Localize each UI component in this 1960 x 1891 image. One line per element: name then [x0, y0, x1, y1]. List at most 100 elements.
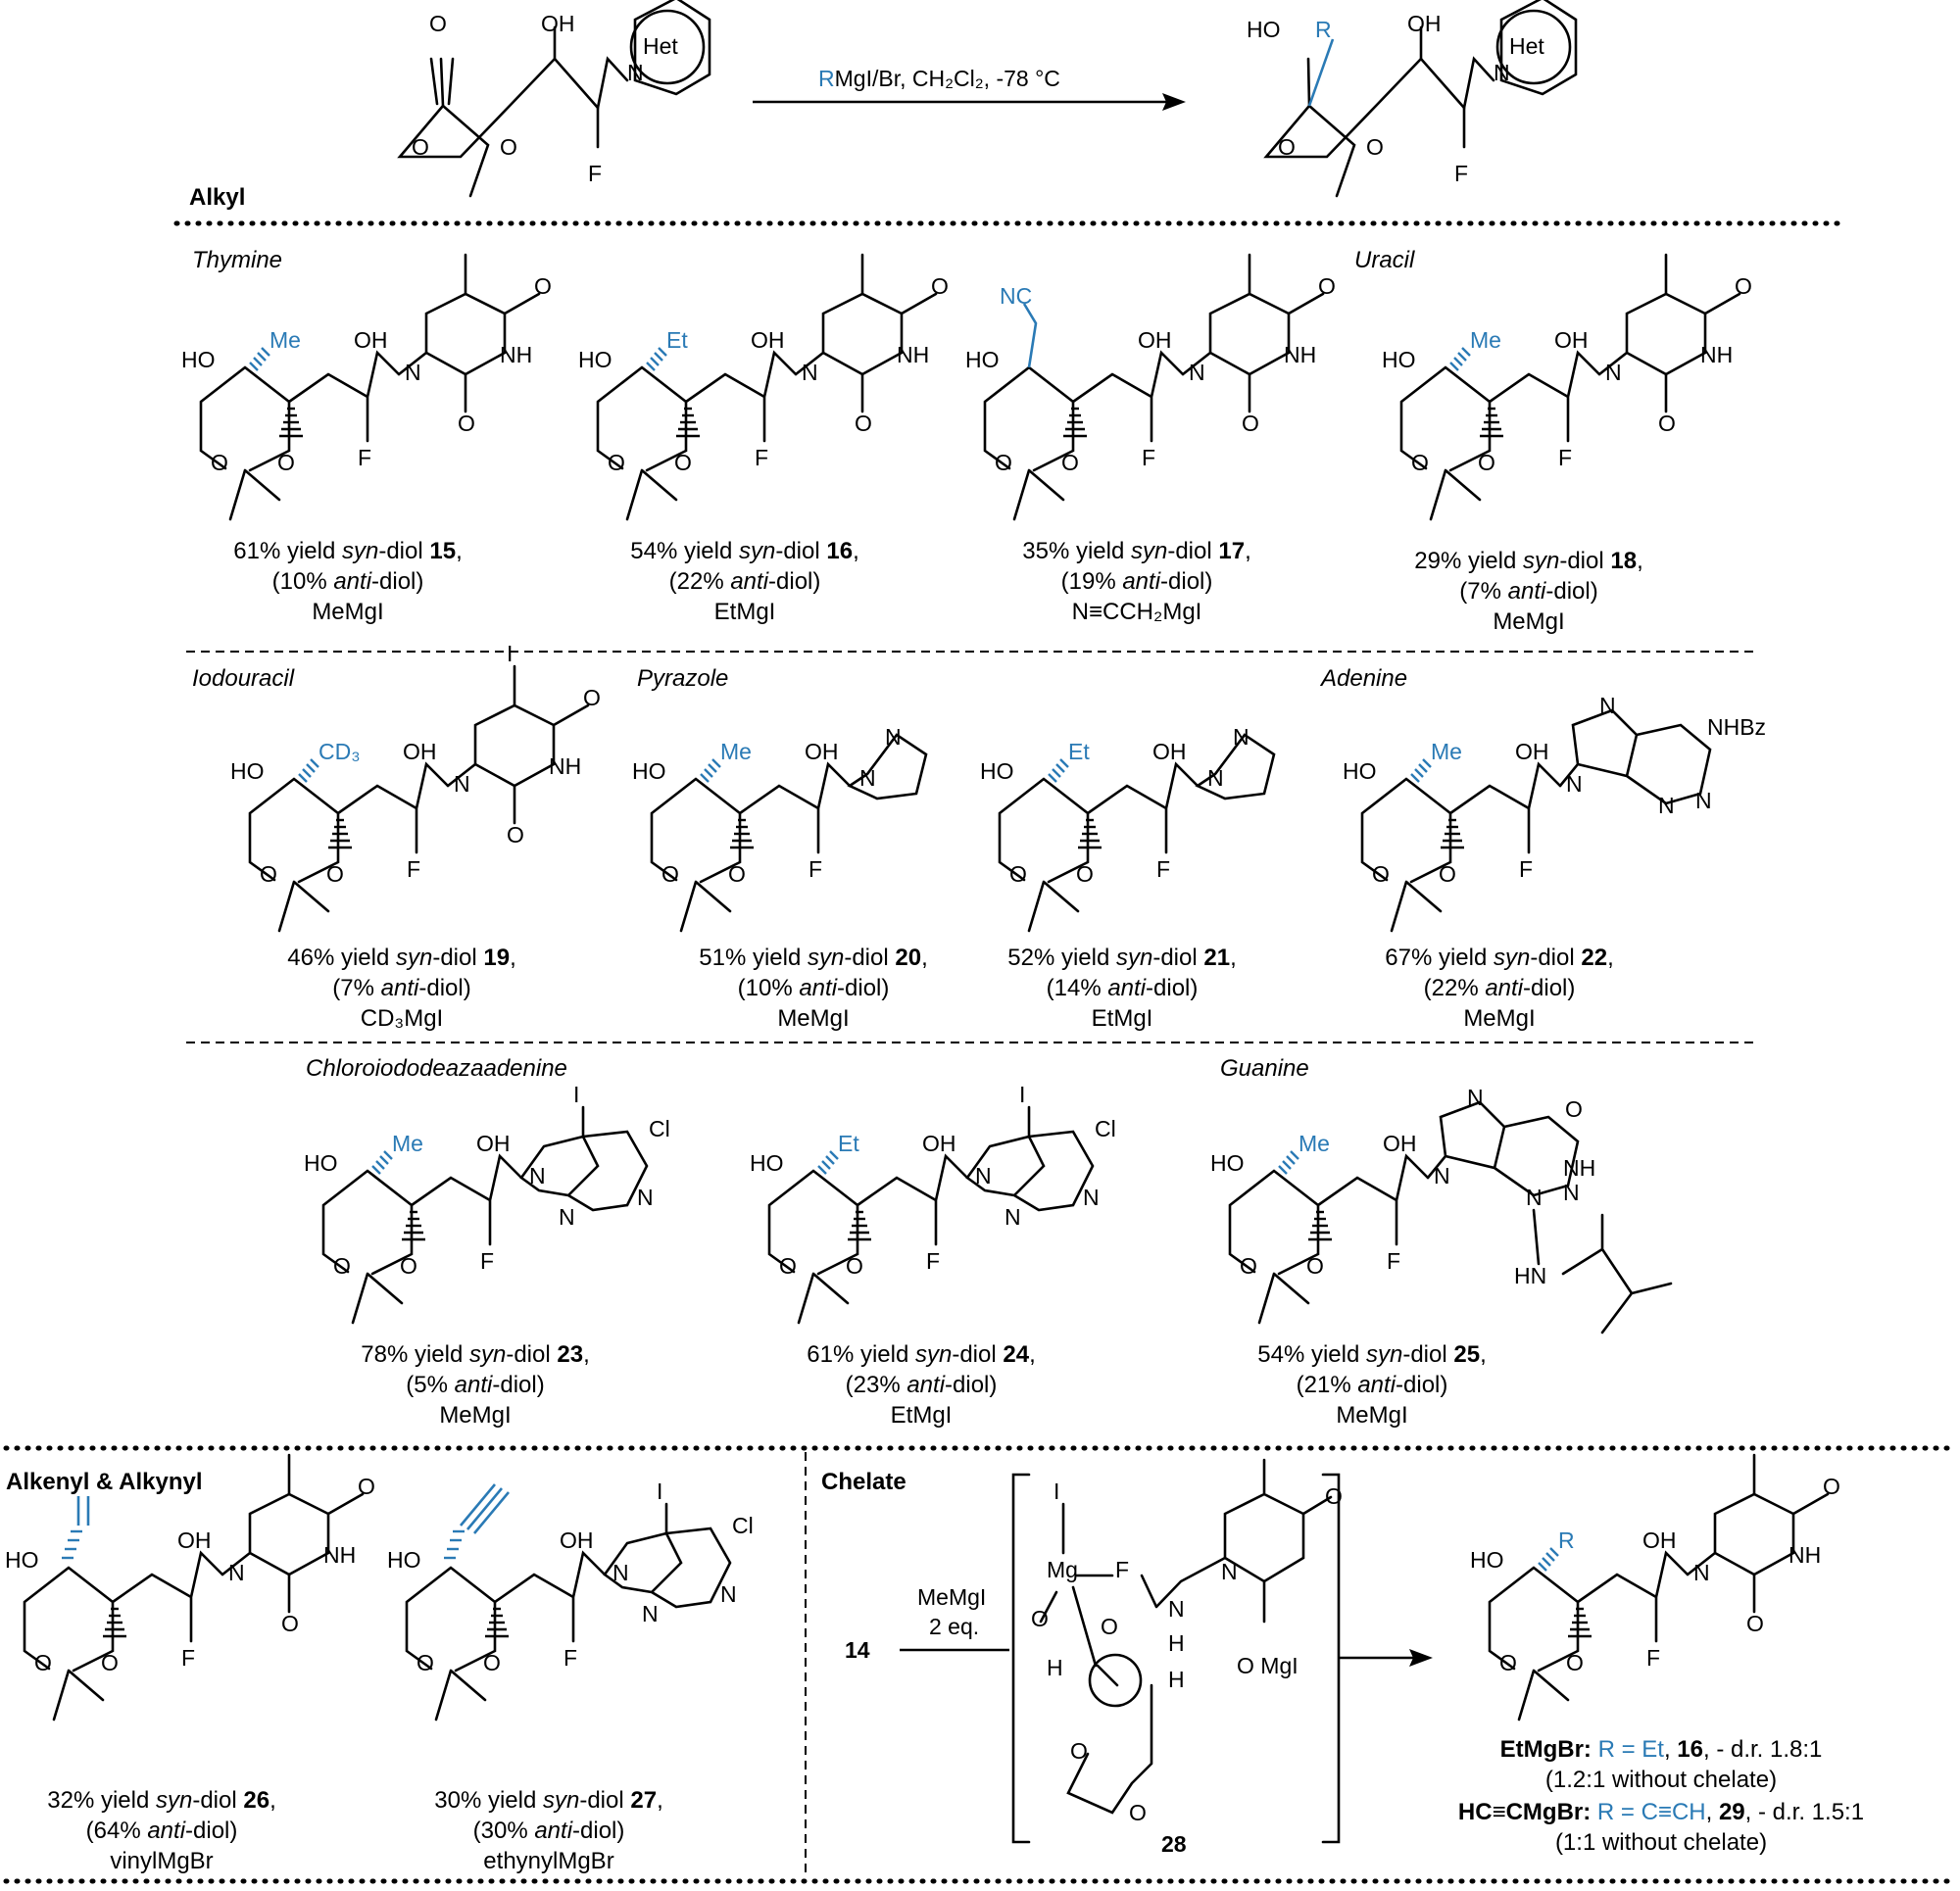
- yield-part: syn: [543, 1787, 579, 1814]
- atom-label: O: [1325, 1483, 1343, 1509]
- atom-label: O: [34, 1650, 52, 1675]
- yield-part: ,: [657, 1787, 663, 1814]
- substituent-label: Me: [720, 739, 752, 764]
- atom-label: N: [1083, 1185, 1100, 1210]
- yield-part: ,: [270, 1787, 276, 1814]
- atom-label: OH: [541, 11, 575, 36]
- yield-part: -diol: [1167, 538, 1218, 564]
- compound-caption: 35% yield syn-diol 17,(19% anti-diol)N≡C…: [1022, 538, 1251, 625]
- anti-part: anti: [799, 975, 837, 1001]
- atom-label: O: [1129, 1800, 1147, 1825]
- compound-caption: 29% yield syn-diol 18,(7% anti-diol)MeMg…: [1414, 548, 1643, 635]
- anti-part: anti: [1122, 568, 1160, 595]
- yield-part: 30% yield: [434, 1787, 543, 1814]
- hashed-bond: [1457, 352, 1467, 362]
- atom-label: F: [755, 445, 768, 470]
- anti-line: (10% anti-diol): [272, 568, 424, 595]
- hashed-bond: [650, 357, 660, 366]
- vinyl-bond: [76, 1496, 90, 1526]
- reagent-prefix: RMgI/Br, CH₂Cl₂, -78 °C: [818, 66, 1060, 91]
- anti-part: (7%: [332, 975, 380, 1001]
- yield-part: 24: [1003, 1341, 1029, 1368]
- anti-part: -diol): [1160, 568, 1212, 595]
- hashed-bond: [700, 773, 710, 783]
- hashed-bond: [383, 1150, 393, 1160]
- atom-label: O: [416, 1650, 434, 1675]
- yield-part: 15: [429, 538, 456, 564]
- atom-label: F: [181, 1645, 195, 1671]
- yield-part: 25: [1453, 1341, 1480, 1368]
- atom-label: N: [454, 771, 470, 797]
- atom-label: O: [1061, 450, 1079, 475]
- yield-part: -diol: [1559, 548, 1610, 574]
- atom-label: F: [1646, 1645, 1660, 1671]
- atom-label: O: [779, 1253, 797, 1279]
- group-label-guanine: Guanine: [1220, 1055, 1309, 1082]
- atom-label: I: [573, 1082, 579, 1107]
- atom-label: N: [975, 1163, 992, 1188]
- reactant-ketone: O OH N Het F O O: [397, 0, 711, 198]
- atom-label: O: [674, 450, 692, 475]
- reagent-line: MeMgI: [312, 599, 383, 625]
- hashed-bond: [1542, 1557, 1551, 1567]
- anti-part: (7%: [1459, 578, 1507, 605]
- atom-label: N: [405, 360, 421, 385]
- substituent-label: Me: [392, 1131, 423, 1156]
- atom-label: Cl: [649, 1116, 670, 1141]
- atom-label: O: [1746, 1611, 1764, 1636]
- atom-label: O: [1009, 861, 1027, 887]
- atom-label: O: [1372, 861, 1390, 887]
- hashed-bond: [1048, 773, 1057, 783]
- amide-side-chain: [1532, 1208, 1673, 1334]
- atom-label: F: [564, 1645, 577, 1671]
- atom-label: H: [1047, 1655, 1063, 1680]
- atom-label: HO: [980, 758, 1014, 784]
- hashed-bond: [704, 768, 713, 778]
- atom-label: O: [1366, 134, 1384, 160]
- atom-label: F: [1519, 856, 1533, 882]
- bond-path: [1228, 1153, 1430, 1325]
- pyrimidine-ring: [1686, 1453, 1830, 1614]
- yield-part: 35% yield: [1022, 538, 1131, 564]
- anti-line: (5% anti-diol): [406, 1372, 544, 1398]
- hashed-bond: [1278, 1165, 1288, 1175]
- yield-part: 18: [1610, 548, 1637, 574]
- reagent-line: N≡CCH₂MgI: [1072, 599, 1202, 625]
- atom-label: N: [1563, 1180, 1580, 1205]
- group-label-adenine: Adenine: [1319, 665, 1407, 692]
- atom-label: F: [1454, 161, 1468, 186]
- atom-label: F: [1142, 445, 1155, 470]
- compound-caption: 46% yield syn-diol 19,(7% anti-diol)CD₃M…: [287, 945, 516, 1032]
- reagent-conditions: MgI/Br, CH₂Cl₂, -78 °C: [835, 66, 1060, 91]
- yield-part: -diol: [432, 945, 483, 971]
- hashed-bond: [1055, 763, 1065, 773]
- atom-label: N: [627, 60, 644, 85]
- atom-label: F: [926, 1248, 940, 1274]
- atom-label: N: [228, 1560, 245, 1585]
- atom-label: O: [211, 450, 228, 475]
- atom-label: HO: [1343, 758, 1377, 784]
- pyrazole-ring: [847, 733, 928, 800]
- atom-label: O: [534, 273, 552, 299]
- reagent-line: ethynylMgBr: [483, 1848, 613, 1874]
- yield-part: syn: [342, 538, 378, 564]
- hashed-bond: [302, 768, 312, 778]
- pyrimidine-ring: [794, 253, 938, 413]
- chelate-scheme: 14 MeMgI 2 eq. I Mg F O O H H N H N O O …: [845, 1458, 1433, 1857]
- yield-part: syn: [396, 945, 432, 971]
- atom-label: OH: [177, 1527, 212, 1553]
- group-label-thymine: Thymine: [192, 247, 282, 273]
- atom-label: N: [1599, 693, 1616, 718]
- deaza-ring: [965, 1105, 1095, 1212]
- yield-part: ,: [583, 1341, 590, 1368]
- chelate-equivalents: 2 eq.: [929, 1614, 979, 1639]
- atom-label: O: [1101, 1614, 1118, 1639]
- atom-label: N: [1207, 765, 1224, 791]
- bond-path: [405, 1550, 607, 1721]
- reagent-line: EtMgI: [1092, 1005, 1153, 1032]
- hashed-bond: [1453, 357, 1463, 366]
- anti-part: -diol): [1523, 975, 1575, 1001]
